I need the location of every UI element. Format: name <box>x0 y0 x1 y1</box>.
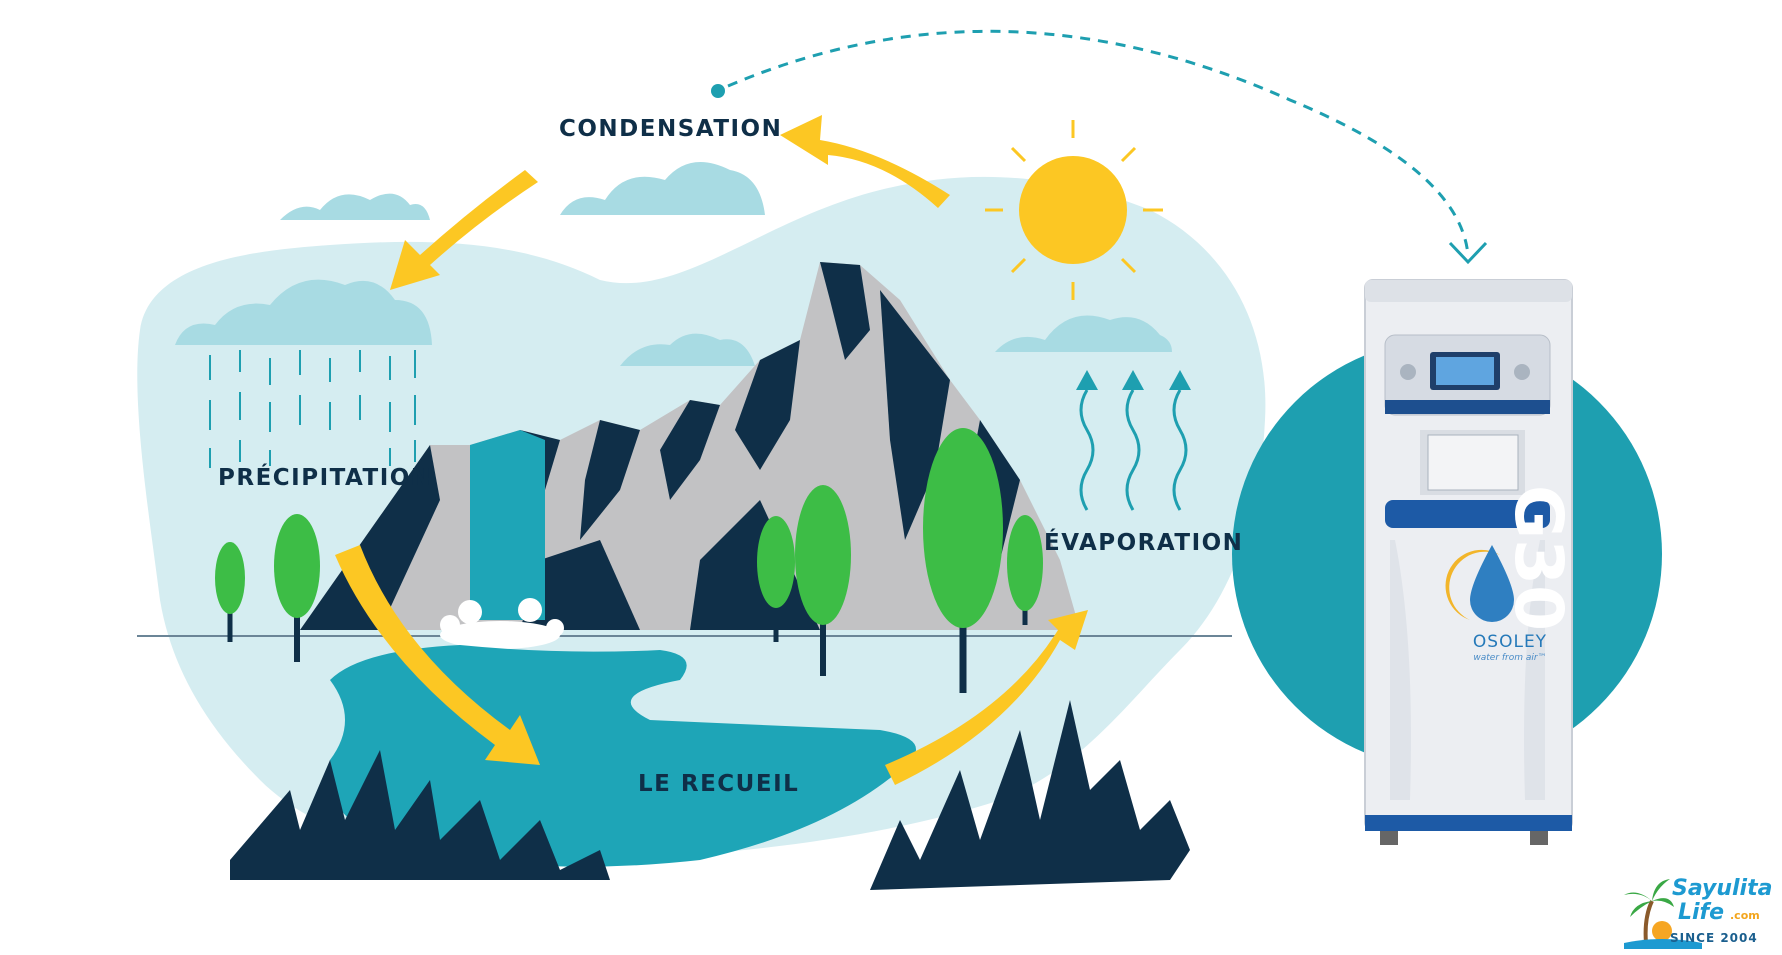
logo-since: SINCE 2004 <box>1670 931 1758 945</box>
rain-icon <box>209 350 416 468</box>
cloud-icon <box>560 162 765 215</box>
arrow-precipitation-to-collection <box>335 545 540 765</box>
osoley-logo-icon <box>1445 545 1514 622</box>
product-model-label: G30 <box>1500 484 1577 632</box>
label-evaporation: ÉVAPORATION <box>1044 530 1244 556</box>
waterfall <box>470 430 545 620</box>
dashed-line-start-dot <box>711 84 725 98</box>
rain-cloud-icon <box>175 279 432 345</box>
tree-icon <box>274 514 320 662</box>
brand-tagline: water from air™ <box>1473 653 1547 663</box>
arrow-collection-to-evaporation <box>885 610 1088 785</box>
dashed-connector <box>727 29 1470 256</box>
tree-icon <box>757 516 795 642</box>
logo-name-line2: Life <box>1678 900 1725 925</box>
cloud-icon <box>280 193 430 220</box>
cycle-arrows <box>335 115 1088 785</box>
palm-tree-icon <box>1624 879 1702 949</box>
waterfall-splash <box>440 598 564 649</box>
tree-icon <box>1007 515 1043 625</box>
cloud-icon <box>995 315 1172 352</box>
cloud-icon <box>620 333 755 366</box>
tree-icon <box>795 485 851 676</box>
tree-icon <box>215 542 245 642</box>
tree-icon <box>923 428 1003 693</box>
label-precipitation: PRÉCIPITATION <box>218 465 432 491</box>
grass-silhouette <box>230 700 1190 890</box>
evaporation-waves <box>1079 389 1188 511</box>
brand-name: OSOLEY <box>1472 632 1548 652</box>
chevron-down-icon <box>1448 241 1488 265</box>
label-condensation: CONDENSATION <box>559 116 783 142</box>
logo-name-line1: Sayulita <box>1672 876 1773 901</box>
logo-domain: .com <box>1730 909 1760 922</box>
sun-icon <box>985 120 1163 300</box>
arrow-evaporation-to-condensation <box>780 115 950 208</box>
evaporation-arrowheads <box>1076 370 1191 390</box>
sayulita-life-logo <box>1624 879 1702 949</box>
label-collection: LE RECUEIL <box>638 771 800 797</box>
arrow-condensation-to-precipitation <box>390 170 538 290</box>
